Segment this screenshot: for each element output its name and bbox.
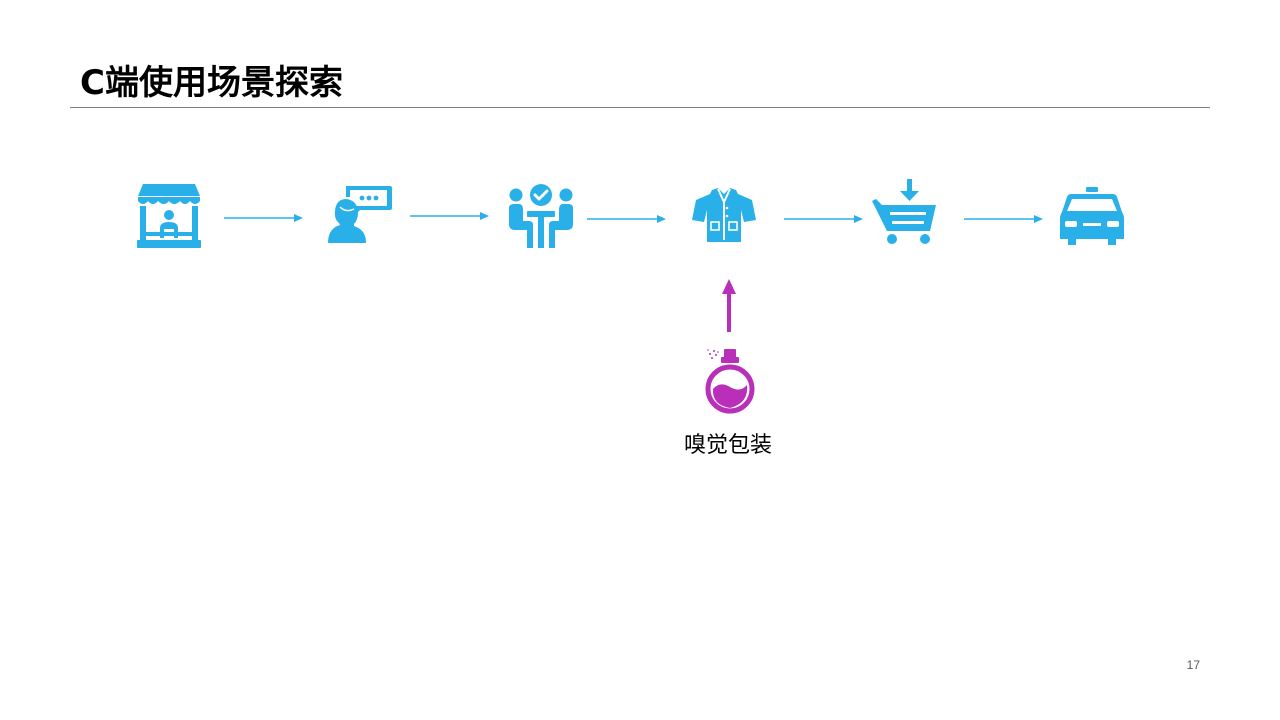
page-number: 17 (1186, 658, 1200, 672)
flow-arrow-3 (587, 214, 669, 224)
branch-label: 嗅觉包装 (683, 433, 772, 458)
flow-arrow-5 (964, 214, 1046, 224)
flow-arrow-4 (784, 214, 866, 224)
title-divider (70, 107, 1210, 108)
garment-icon (692, 188, 756, 242)
page-title: C端使用场景探索 (80, 63, 343, 103)
flow-arrow-1 (224, 213, 306, 223)
customer-chat-icon (326, 183, 394, 243)
branch-arrow (721, 279, 737, 333)
flow-arrow-2 (410, 211, 492, 221)
perfume-bottle-icon (702, 347, 758, 415)
shopping-cart-icon (872, 179, 936, 245)
taxi-icon (1060, 187, 1124, 245)
consultation-meeting-icon (509, 184, 573, 248)
storefront-icon (137, 182, 201, 248)
